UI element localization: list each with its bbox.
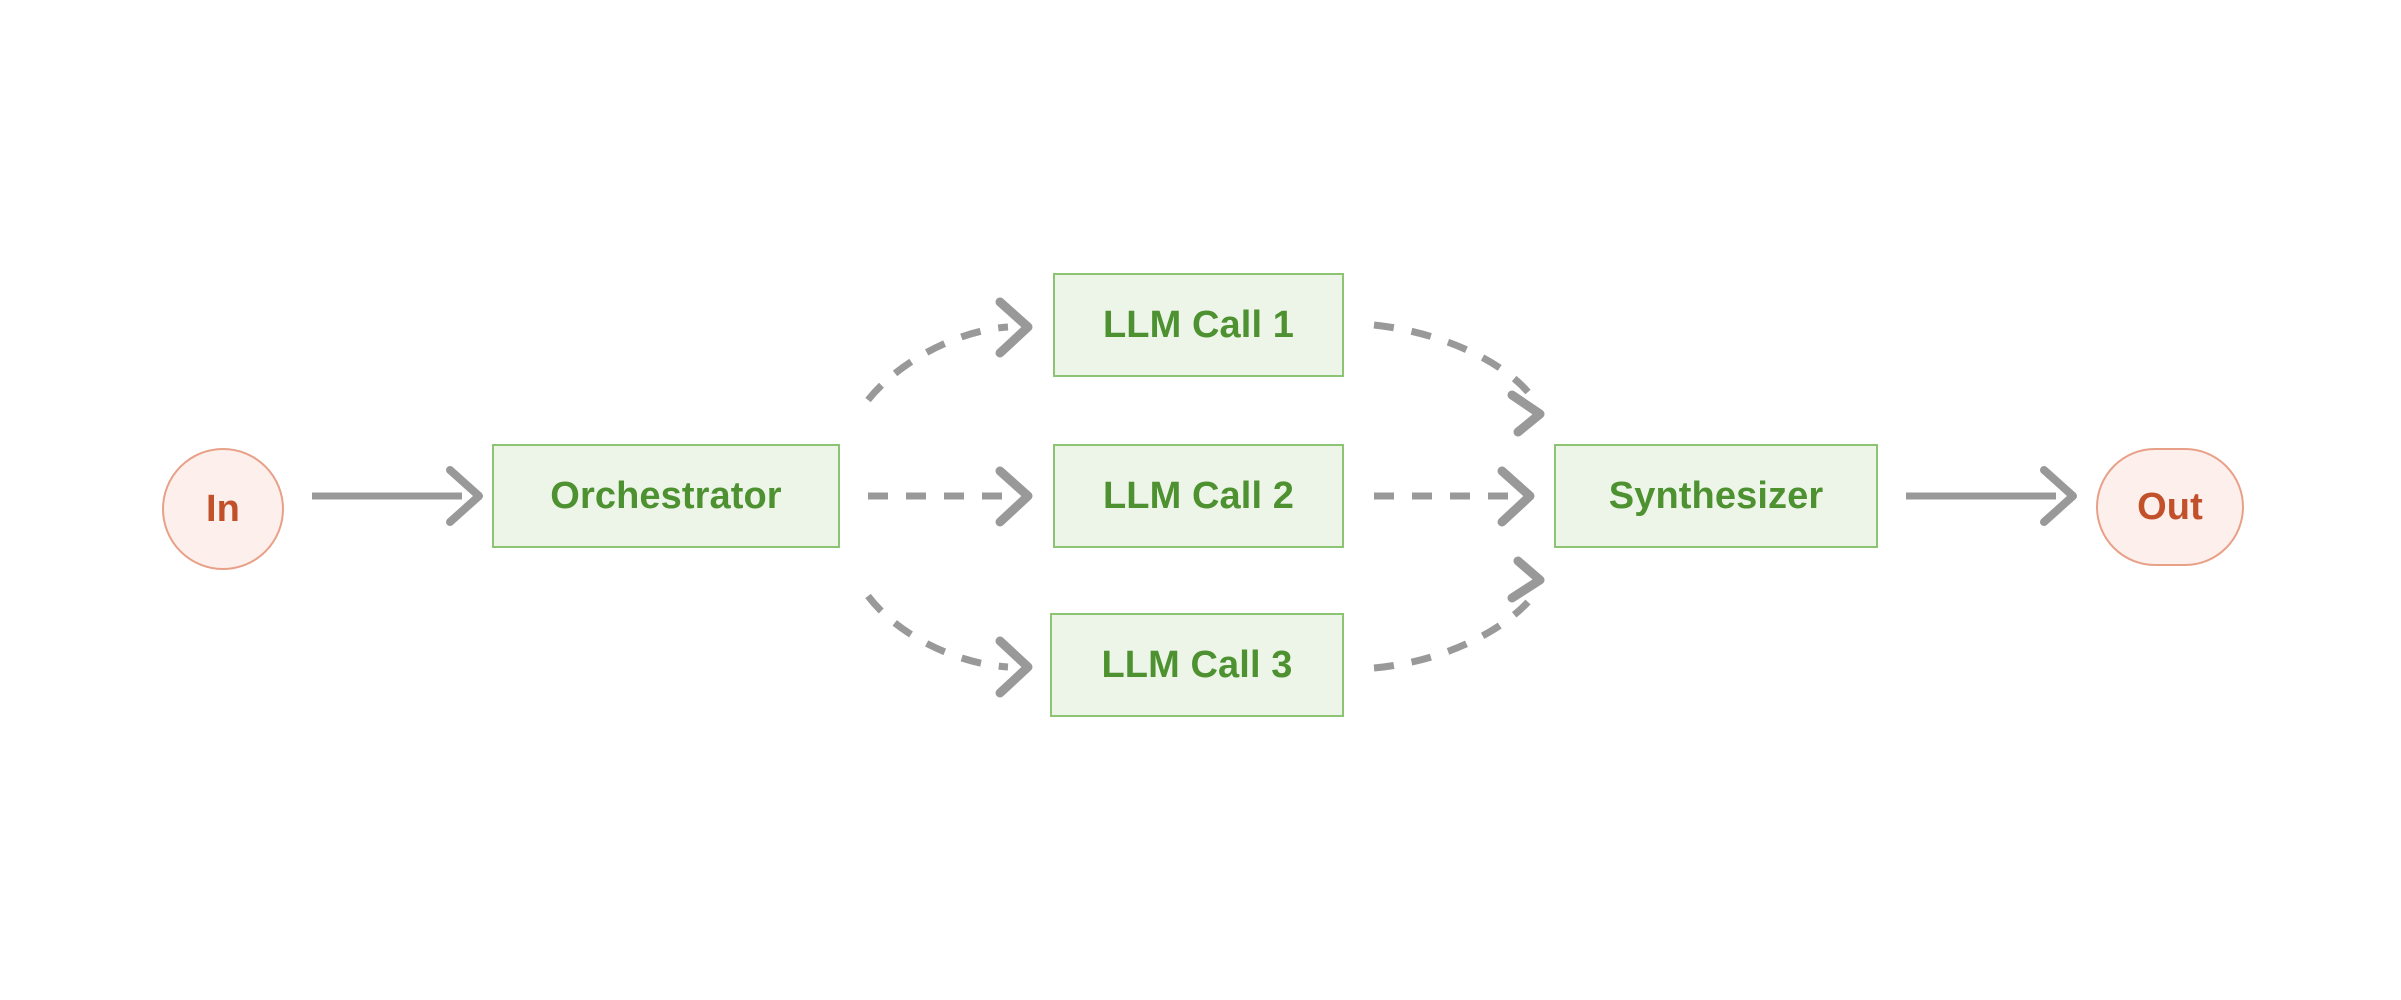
arrowhead-open-chevron-icon	[1507, 390, 1545, 437]
arrowhead-open-chevron-icon	[1497, 466, 1535, 527]
node-in[interactable]: In	[162, 448, 284, 570]
edge-llm-call-3-to-synthesizer	[1373, 556, 1545, 672]
arrowhead-open-chevron-icon	[995, 466, 1033, 527]
node-in-label: In	[206, 488, 240, 530]
node-llm-call-3-label: LLM Call 3	[1101, 644, 1293, 686]
node-orchestrator[interactable]: Orchestrator	[492, 444, 840, 548]
node-out-label: Out	[2137, 486, 2203, 528]
edge-orchestrator-to-llm-call-1	[865, 297, 1033, 403]
arrowhead-open-chevron-icon	[1507, 556, 1545, 603]
node-llm-call-1-label: LLM Call 1	[1102, 304, 1295, 346]
edge-llm-call-1-to-synthesizer	[1373, 321, 1545, 437]
arrowhead-open-chevron-icon	[2040, 466, 2077, 526]
arrowhead-open-chevron-icon	[446, 466, 483, 526]
node-llm-call-2-label: LLM Call 2	[1102, 475, 1295, 517]
node-synthesizer[interactable]: Synthesizer	[1554, 444, 1878, 548]
edge-orchestrator-to-llm-call-3	[865, 593, 1033, 698]
arrowhead-open-chevron-icon	[995, 297, 1033, 358]
node-llm-call-1[interactable]: LLM Call 1	[1053, 273, 1344, 377]
edge-orchestrator-to-llm-call-2	[868, 466, 1033, 527]
node-llm-call-3[interactable]: LLM Call 3	[1050, 613, 1344, 717]
edge-synthesizer-to-out	[1906, 466, 2077, 526]
node-orchestrator-label: Orchestrator	[550, 475, 782, 517]
node-out[interactable]: Out	[2096, 448, 2244, 566]
arrowhead-open-chevron-icon	[995, 636, 1033, 698]
edge-in-to-orchestrator	[312, 466, 483, 526]
edge-llm-call-2-to-synthesizer	[1374, 466, 1535, 527]
node-synthesizer-label: Synthesizer	[1608, 475, 1824, 517]
node-llm-call-2[interactable]: LLM Call 2	[1053, 444, 1344, 548]
